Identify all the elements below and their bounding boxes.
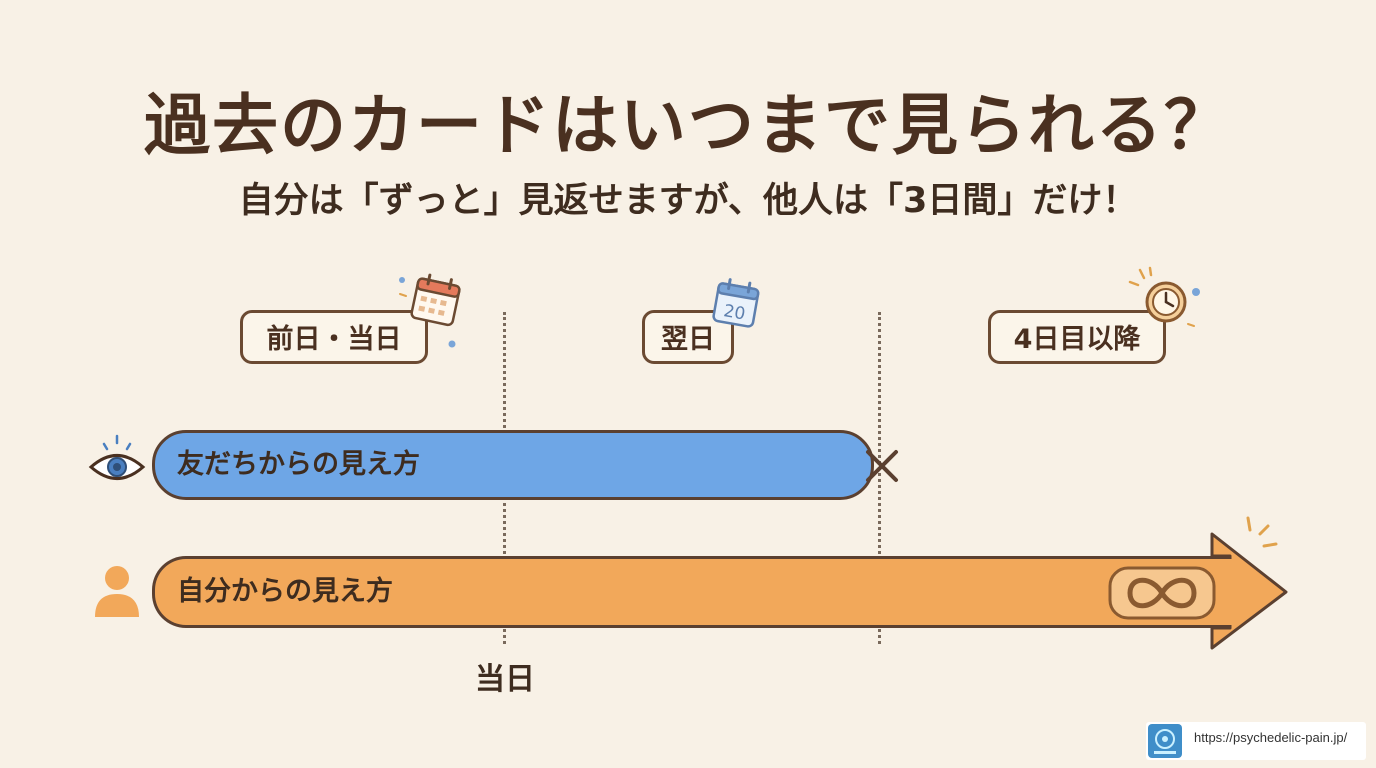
self-view-label: 自分からの見え方 [177, 576, 393, 607]
self-view-bar: 自分からの見え方 [152, 556, 1232, 628]
page-title: 過去のカードはいつまで見られる？ [144, 87, 1232, 164]
calendar-day-number: 20 [722, 301, 747, 324]
end-x-icon [866, 450, 898, 482]
person-icon [95, 566, 139, 617]
self-arrow-head [1108, 516, 1288, 650]
period-label-before-and-today: 前日・当日 [240, 310, 428, 364]
calendar-icon [399, 273, 461, 348]
calendar-20-icon: 20 [712, 278, 760, 328]
friend-view-label: 友だちからの見え方 [177, 449, 420, 480]
footer-url[interactable]: https://psychedelic-pain.jp/ [1194, 730, 1348, 745]
footer-banner [1146, 722, 1366, 760]
clock-icon [1128, 266, 1200, 327]
site-logo-icon [1148, 724, 1182, 758]
period-label-next-day: 翌日 [642, 310, 734, 364]
divider-day3-boundary [878, 312, 881, 644]
page-subtitle: 自分は「ずっと」見返せますが、他人は「3日間」だけ！ [238, 181, 1138, 221]
period-label-day4-onward: 4日目以降 [988, 310, 1166, 364]
today-axis-label: 当日 [475, 662, 535, 697]
eye-icon [88, 434, 146, 480]
friend-view-bar: 友だちからの見え方 [152, 430, 874, 500]
infinity-icon [1108, 566, 1216, 620]
